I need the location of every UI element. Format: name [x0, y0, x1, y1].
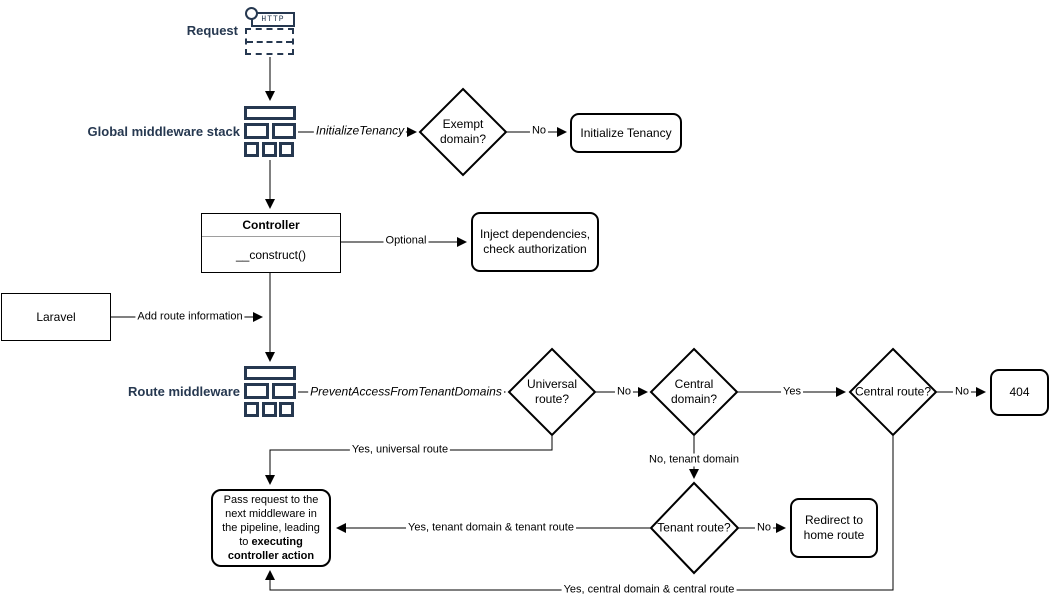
- edge-label-exempt-no: No: [529, 124, 549, 138]
- edge-label-central-domain-yes: Yes: [781, 385, 803, 399]
- edge-label-tenant-yes: Yes, tenant domain & tenant route: [406, 521, 576, 535]
- route-middleware-stack-icon: [244, 366, 296, 417]
- http-body-box: [245, 28, 294, 55]
- controller-method: __construct(): [235, 247, 307, 262]
- central-domain-label: Central domain?: [670, 377, 718, 406]
- controller-node: Controller __construct(): [201, 213, 341, 273]
- controller-title: Controller: [202, 214, 340, 237]
- pass-request-text: Pass request to the next middleware in t…: [222, 494, 320, 548]
- edge-label-central-route-no: No: [952, 385, 972, 399]
- central-domain-diamond: [649, 347, 739, 437]
- edge-label-tenant-route-no: No: [754, 521, 774, 535]
- universal-route-diamond: [507, 347, 597, 437]
- route-middleware-label: Route middleware: [128, 384, 240, 399]
- edge-label-initialize-tenancy: InitializeTenancy: [313, 123, 407, 138]
- inject-dependencies-node: Inject dependencies, check authorization: [471, 212, 599, 272]
- central-route-diamond: [848, 347, 938, 437]
- pass-request-node: Pass request to the next middleware in t…: [211, 489, 331, 567]
- request-label: Request: [186, 23, 238, 38]
- error-404-node: 404: [990, 369, 1049, 416]
- http-request-icon: HTTP: [245, 7, 295, 55]
- tenant-route-label: Tenant route?: [657, 520, 731, 535]
- global-middleware-stack-icon: [244, 106, 296, 157]
- edge-label-tenant-domain-no: No, tenant domain: [647, 453, 741, 467]
- universal-route-label: Universal route?: [526, 377, 577, 406]
- central-route-label: Central route?: [854, 384, 932, 399]
- http-icon-text: HTTP: [261, 14, 285, 24]
- edge-label-add-route-information: Add route information: [135, 310, 245, 324]
- edge-label-central-yes: Yes, central domain & central route: [561, 583, 737, 597]
- exempt-domain-diamond: [418, 87, 508, 177]
- edge-label-universal-no: No: [614, 385, 634, 399]
- decision-diamonds: [418, 87, 938, 575]
- global-middleware-label: Global middleware stack: [87, 124, 240, 139]
- laravel-node: Laravel: [1, 293, 111, 341]
- redirect-home-node: Redirect to home route: [790, 498, 878, 558]
- edge-label-optional: Optional: [383, 234, 429, 248]
- exempt-domain-label: Exempt domain?: [439, 117, 487, 146]
- tenant-route-diamond: [649, 481, 740, 575]
- edge-label-universal-yes: Yes, universal route: [349, 443, 451, 457]
- initialize-tenancy-node: Initialize Tenancy: [570, 113, 682, 153]
- edge-label-prevent-access: PreventAccessFromTenantDomains: [308, 384, 504, 399]
- http-circle-icon: [245, 7, 258, 20]
- pass-request-bold-text: executing controller action: [227, 536, 315, 562]
- http-label-box: HTTP: [251, 12, 295, 27]
